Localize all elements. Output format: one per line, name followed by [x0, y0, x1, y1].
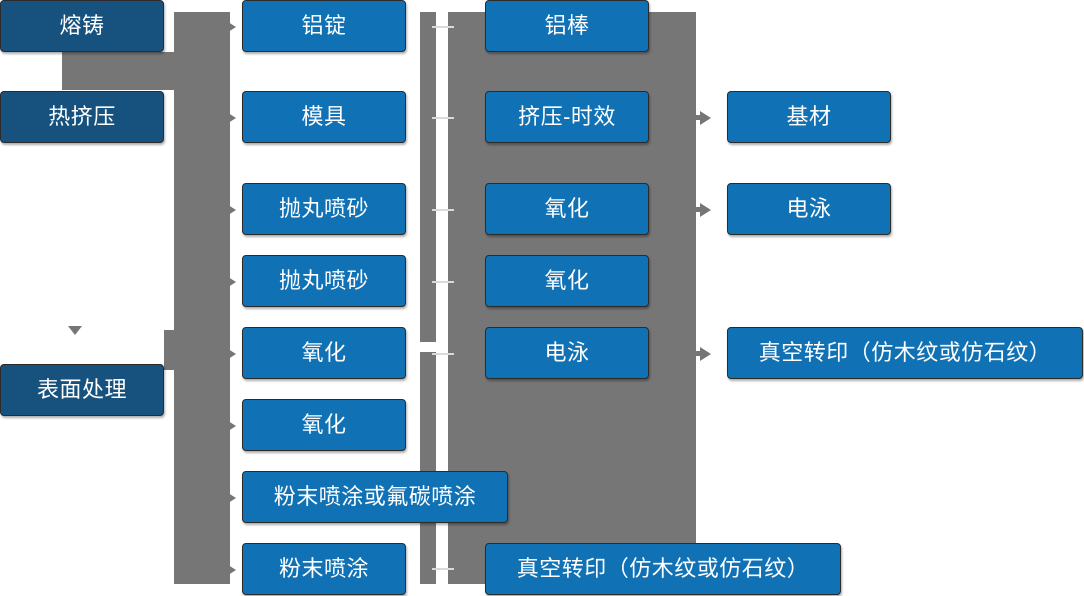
connector-tick [432, 26, 454, 28]
sub-process-box-powder-coating[interactable]: 粉末喷涂 [242, 541, 406, 595]
arrow-to-sub-5 [225, 347, 236, 361]
treatment-box-aluminium-bar[interactable]: 铝棒 [485, 0, 649, 52]
stage-box-surface-treatment[interactable]: 表面处理 [0, 364, 164, 416]
sub-process-box-oxidation-1[interactable]: 氧化 [242, 325, 406, 379]
stage-box-hot-extrusion[interactable]: 热挤压 [0, 91, 164, 143]
output-box-electrophoresis[interactable]: 电泳 [727, 181, 891, 235]
treatment-box-electrophoresis[interactable]: 电泳 [485, 325, 649, 379]
treatment-box-oxidation-2[interactable]: 氧化 [485, 253, 649, 307]
arrow-stem-output-1 [694, 115, 702, 120]
arrow-to-sub-2 [225, 111, 236, 125]
arrow-to-output-3 [700, 347, 711, 361]
arrow-to-sub-7 [225, 491, 236, 505]
arrow-to-sub-1 [225, 20, 236, 34]
flow-band-left-stub [62, 52, 182, 90]
sub-process-box-aluminium-ingot[interactable]: 铝锭 [242, 0, 406, 52]
flow-band-left-stub-2 [164, 330, 186, 370]
stage-box-melting[interactable]: 熔铸 [0, 0, 164, 52]
arrow-to-output-1 [700, 111, 711, 125]
stage-arrow-down-icon [68, 62, 82, 71]
sub-process-box-powder-or-fluorocarbon-coating[interactable]: 粉末喷涂或氟碳喷涂 [242, 469, 508, 523]
sub-process-box-oxidation-2[interactable]: 氧化 [242, 397, 406, 451]
output-box-vacuum-transfer-printing[interactable]: 真空转印（仿木纹或仿石纹） [727, 325, 1083, 379]
arrow-to-output-2 [700, 203, 711, 217]
connector-tick [432, 117, 454, 119]
arrow-stem-output-3 [694, 351, 702, 356]
flow-band-mid-left [420, 12, 436, 342]
flow-band-left [174, 12, 230, 584]
treatment-box-extrusion-aging[interactable]: 挤压-时效 [485, 89, 649, 143]
arrow-to-sub-4 [225, 275, 236, 289]
arrow-to-sub-3 [225, 203, 236, 217]
sub-process-box-mould[interactable]: 模具 [242, 89, 406, 143]
output-box-base-material[interactable]: 基材 [727, 89, 891, 143]
connector-tick [432, 281, 454, 283]
sub-process-box-shot-blasting-2[interactable]: 抛丸喷砂 [242, 253, 406, 307]
flow-band-mid-left-2 [420, 352, 436, 584]
connector-tick [432, 209, 454, 211]
stage-arrow-down-icon-2 [68, 326, 82, 335]
sub-process-box-shot-blasting-1[interactable]: 抛丸喷砂 [242, 181, 406, 235]
treatment-box-vacuum-transfer-printing[interactable]: 真空转印（仿木纹或仿石纹） [485, 541, 841, 595]
treatment-box-oxidation-1[interactable]: 氧化 [485, 181, 649, 235]
connector-tick [432, 353, 454, 355]
connector-tick [432, 568, 454, 570]
arrow-stem-output-2 [694, 207, 702, 212]
arrow-to-sub-8 [225, 563, 236, 577]
arrow-to-sub-6 [225, 419, 236, 433]
